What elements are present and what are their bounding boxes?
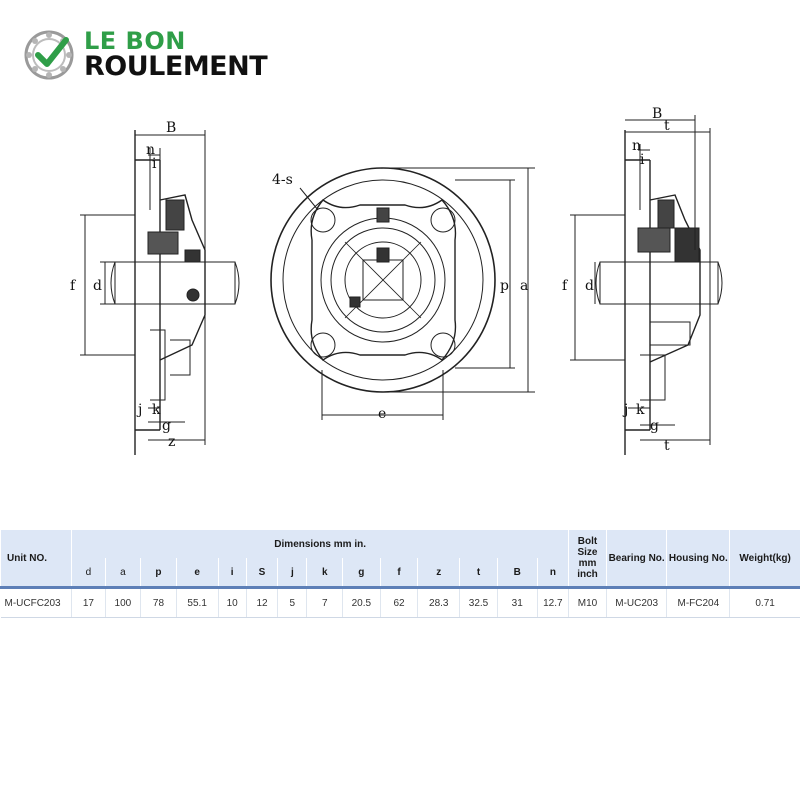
right-side-view (570, 115, 723, 455)
cell-d: 17 (71, 586, 106, 618)
label-g-left: g (162, 418, 171, 434)
header-dim-p: p (140, 558, 177, 588)
label-f-left: f (70, 278, 77, 294)
label-B-right: B (652, 106, 662, 122)
label-k-right: k (636, 402, 645, 418)
label-i-left: i (152, 156, 157, 172)
header-bearing-no: Bearing No. (605, 530, 667, 588)
brand-logo: LE BON ROULEMENT (22, 26, 312, 86)
header-weight: Weight(kg) (729, 530, 800, 588)
header-dim-a: a (104, 558, 141, 588)
header-unit-no: Unit NO. (0, 530, 72, 588)
label-f-right: f (562, 278, 569, 294)
cell-f: 62 (379, 586, 418, 618)
label-z-left: z (168, 434, 175, 450)
label-d-left: d (93, 278, 102, 294)
cell-bearing: M-UC203 (605, 586, 667, 618)
front-view (270, 167, 535, 420)
cell-unit: M-UCFC203 (0, 586, 72, 618)
header-dim-g: g (342, 558, 381, 588)
header-housing-no: Housing No. (666, 530, 730, 588)
cell-j: 5 (277, 586, 307, 618)
cell-n: 12.7 (536, 586, 569, 618)
label-4s: 4-s (272, 172, 293, 188)
cell-B: 31 (496, 586, 538, 618)
header-dim-t: t (459, 558, 498, 588)
label-p: p (500, 278, 509, 294)
cell-z: 28.3 (417, 586, 460, 618)
label-t-bottom-right: t (664, 438, 670, 454)
header-dim-e: e (175, 558, 219, 588)
cell-housing: M-FC204 (666, 586, 730, 618)
spec-table-wrapper: Unit NO. Dimensions mm in. Bolt Size mm … (0, 530, 800, 618)
header-dim-d: d (71, 558, 106, 588)
table-row: M-UCFC203 17 100 78 55.1 10 12 5 7 20.5 … (0, 586, 800, 618)
label-j-left: j (136, 402, 142, 418)
label-d-right: d (585, 278, 594, 294)
label-B-left: B (166, 120, 176, 136)
header-dim-n: n (536, 558, 569, 588)
header-dim-k: k (306, 558, 343, 588)
label-n-left: n (146, 142, 155, 158)
label-n-right: n (632, 138, 641, 154)
cell-a: 100 (104, 586, 141, 618)
label-i-right: i (640, 152, 645, 168)
header-dim-z: z (417, 558, 460, 588)
header-dim-B: B (496, 558, 538, 588)
logo-text-bottom: ROULEMENT (84, 51, 268, 82)
cell-s: 12 (245, 586, 278, 618)
check-bearing-icon (24, 30, 74, 80)
label-k-left: k (152, 402, 161, 418)
bearing-technical-drawing: B n i f d j k g z 4-s e p a B t n i f d … (70, 106, 723, 455)
label-t-top-right: t (664, 118, 670, 134)
header-dim-f: f (379, 558, 418, 588)
label-j-right: j (622, 402, 628, 418)
spec-table: Unit NO. Dimensions mm in. Bolt Size mm … (0, 530, 800, 618)
header-dim-j: j (277, 558, 307, 588)
cell-bolt: M10 (568, 586, 607, 618)
cell-g: 20.5 (342, 586, 381, 618)
logo-text-top: LE BON (84, 27, 186, 55)
cell-k: 7 (306, 586, 343, 618)
label-g-right: g (650, 418, 659, 434)
cell-p: 78 (140, 586, 177, 618)
cell-weight: 0.71 (729, 586, 800, 618)
header-bolt-size: Bolt Size mm inch (568, 530, 607, 588)
left-side-view (80, 130, 240, 455)
label-a: a (520, 278, 528, 294)
cell-t: 32.5 (459, 586, 498, 618)
cell-i: 10 (217, 586, 247, 618)
label-e: e (378, 406, 386, 422)
header-dim-i: i (217, 558, 247, 588)
header-dimensions: Dimensions mm in. (71, 530, 569, 558)
cell-e: 55.1 (175, 586, 219, 618)
header-dim-s: S (245, 558, 278, 588)
